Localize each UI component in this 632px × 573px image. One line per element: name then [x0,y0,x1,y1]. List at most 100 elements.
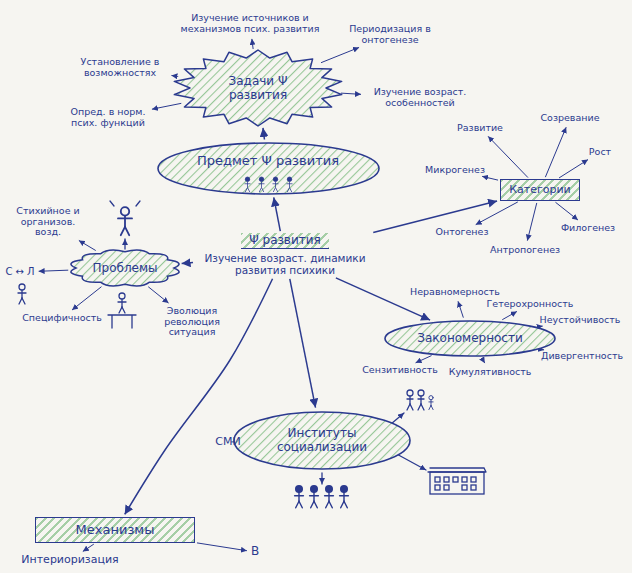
pattern-oval: Закономерности [384,320,556,357]
leader-line [39,270,69,271]
leader-line [124,239,125,249]
person-figure [272,177,278,192]
branch-label: Неустойчивость [540,315,621,326]
branch-label: В [251,545,259,559]
oval-ground [385,321,555,356]
node-heading: Категории [509,183,571,196]
branch-label: Установление в возможностях [73,57,168,79]
people-group-icon [295,486,349,508]
institution-oval: Институты социализации [233,411,411,470]
branch-arrow [336,278,430,320]
leader-line [540,326,542,327]
branch-label: Филогенез [561,223,615,234]
leader-line [321,473,322,484]
task-starburst: Задачи Ψ развития [172,49,344,127]
leader-line [152,103,181,109]
branch-label: Эволюция революция ситуация [157,306,227,339]
figure-arms [118,301,126,302]
central-topic: Ψ развитияИзучение возраст. динамики раз… [195,233,375,277]
person-figure [118,293,126,313]
node-heading: Ψ развития [241,233,329,248]
branch-label: Интериоризация [21,554,118,567]
category-box: Категории [500,179,580,201]
leader-line [72,287,101,310]
branch-label: Изучение возраст. особенностей [365,87,475,109]
branch-arrow [263,128,264,140]
branch-label: С ↔ Л [5,266,34,278]
node-heading: Проблемы [93,261,158,275]
leader-line [458,301,463,317]
branch-arrow [290,279,316,408]
branch-label: Неравномерность [410,287,500,298]
leader-line [502,311,517,319]
stand-symbol [108,315,136,328]
branch-label: Сензитивность [362,365,438,376]
leader-line [527,203,536,241]
person-figure [258,177,264,192]
ray-mark [136,201,140,206]
figure-head [119,293,125,299]
branch-label: Стихийное и организов. возд. [8,206,88,239]
problem-cloud: Проблемы [67,248,183,288]
branch-arrow [274,197,281,231]
leader-line [321,47,359,62]
leader-line [488,136,528,177]
leader-line [83,544,94,551]
oval-ground [234,412,410,469]
node-heading: Закономерности [417,331,522,345]
cloud-outline [71,250,179,286]
branch-label: Микрогенез [425,165,485,176]
node-heading: Задачи Ψ развития [212,74,304,103]
branch-label: Рост [589,147,611,158]
figure-leg [19,298,22,304]
figure-head [121,207,129,215]
leader-line [341,93,361,94]
leader-line [416,356,432,363]
branch-label: Кумулятивность [449,367,532,378]
family-icon [407,390,433,410]
node-heading: Институты социализации [267,426,377,455]
person-figure [244,177,250,192]
branch-label: Гетерохронность [487,299,574,310]
branch-label: Специфичность [22,313,102,324]
figure-leg [119,307,122,313]
starburst-outline [174,50,341,126]
leader-line [148,287,168,303]
node-heading: Механизмы [76,522,155,538]
branch-label: Дивергентность [541,351,623,362]
branch-arrow [182,262,193,264]
mechanism-box: Механизмы [35,517,195,543]
person-figure [118,207,132,235]
person-figure [286,177,292,192]
figure-leg [125,227,129,235]
cloud-ground [71,250,179,286]
figure-arms [18,292,26,293]
subject-oval: Предмет Ψ развития [157,142,380,195]
branch-label: Изучение источников и механизмов псих. р… [175,13,325,35]
figure-arms [118,217,132,219]
school-building-icon [428,468,486,494]
figure-body [121,299,122,307]
oval-outline [385,321,555,356]
oval-ground [158,143,379,194]
node-heading: Предмет Ψ развития [197,153,339,169]
leader-line [482,358,485,363]
branch-label: Онтогенез [436,227,489,238]
figure-body [124,216,126,227]
branch-label: СМИ [215,436,240,449]
leader-line [555,202,577,220]
leader-line [79,240,96,250]
figure-leg [121,227,125,235]
person-figure [18,284,26,304]
starburst-ground [174,50,341,126]
oval-outline [158,143,379,194]
branch-label: Опред. в норм. псих. функций [68,107,148,129]
oval-outline [234,412,410,469]
branch-label: Периодизация в онтогенезе [340,24,440,46]
people-icons [244,177,292,192]
branch-label: Развитие [457,123,503,134]
figure-head [19,284,25,290]
leader-line [197,543,247,551]
branch-label: Созревание [540,113,599,124]
figure-leg [122,307,125,313]
